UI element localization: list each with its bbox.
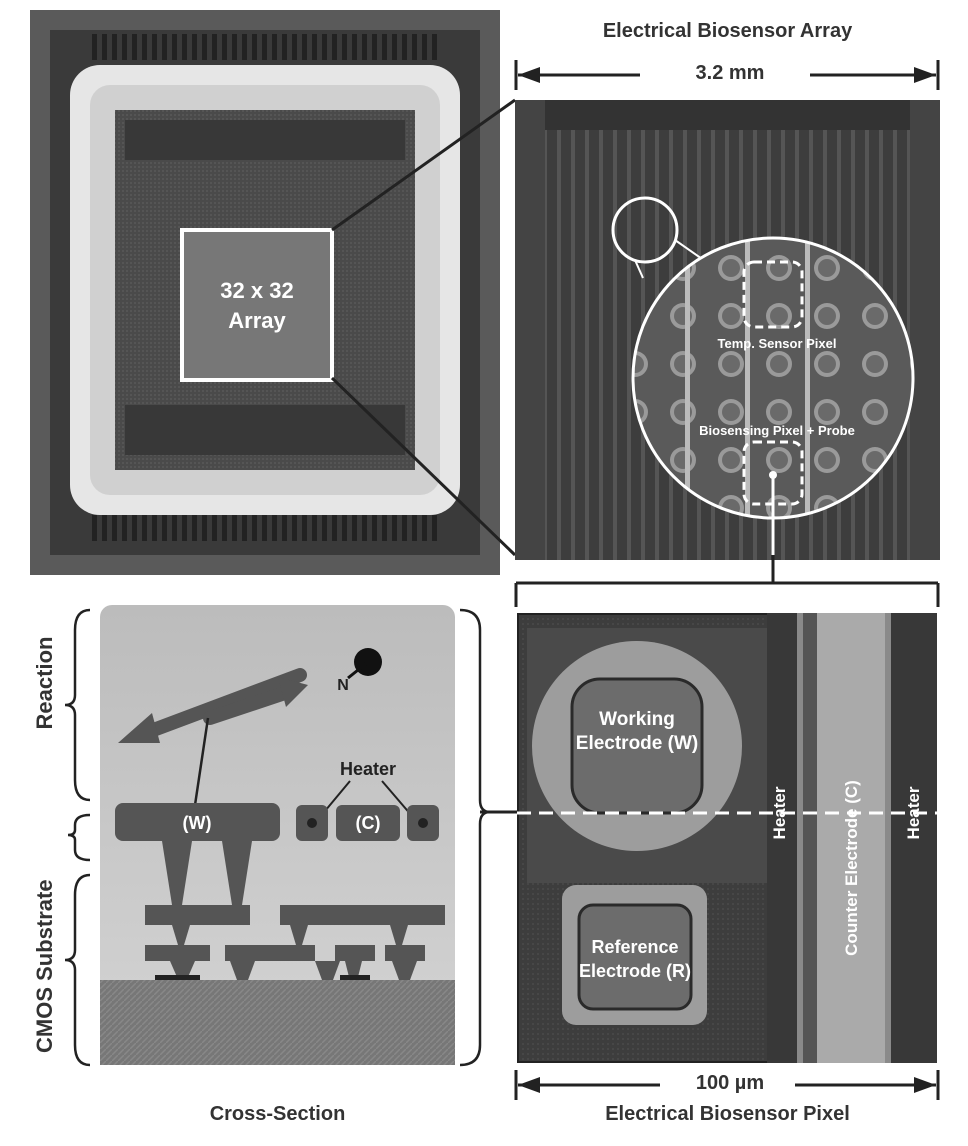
reference-line2: Electrode (R) [579,961,691,981]
cross-section: N Heater (W) (C) [100,605,455,1065]
array-square [180,228,334,382]
counter-electrode-block [336,805,400,841]
array-small-circle [611,196,679,264]
reference-line1: Reference [591,937,678,957]
reaction-arrow-left [133,668,307,742]
working-label: (W) [183,813,212,833]
array-to-pixel-bracket [514,555,940,607]
temp-sensor-label: Temp. Sensor Pixel [718,336,837,351]
cmos-substrate [100,980,455,1065]
metal-layer-2b [225,945,315,961]
array-dimension-arrow [514,60,940,90]
reference-electrode-core [577,903,693,1011]
probe-line [193,717,210,806]
metal-layer-1b [280,905,445,925]
heater-left-strip [767,613,797,1063]
working-line2: Electrode (W) [576,733,698,754]
array-view-title: Electrical Biosensor Array [602,20,853,42]
counter-electrode-label: Counter Electrode (C) [842,780,861,956]
pixel-view: Working Electrode (W) Reference Electrod… [517,613,937,1063]
metal-layer-1a [145,905,250,925]
metal-layer-2a [145,945,210,961]
array-dimension-label: 3.2 mm [695,62,765,84]
pixel-dimension-label: 100 µm [695,1072,765,1094]
array-label-line1: 32 x 32 [220,278,293,303]
heater-label: Heater [340,759,396,779]
chip-photo: 32 x 32 Array [30,10,500,575]
chip-pins-bottom [90,515,440,541]
counter-electrode-strip [817,613,885,1063]
counter-label: (C) [356,813,381,833]
temp-sensor-pixel-box [742,260,804,329]
biosensing-label: Biosensing Pixel + Probe [699,423,855,438]
working-electrode [115,803,280,841]
pixel-dimension-arrow [514,1070,940,1100]
cross-section-brackets [64,608,490,1067]
heater-right-strip [891,613,937,1063]
working-line1: Working [599,709,675,730]
reaction-label: Reaction [32,636,57,730]
heater-left-label: Heater [770,786,789,839]
array-label-line2: Array [228,308,286,333]
reaction-arrow-right [203,686,292,725]
cross-section-caption: Cross-Section [209,1103,346,1125]
molecule-label: N [337,677,349,694]
substrate-label: CMOS Substrate [32,879,57,1053]
pixel-view-caption: Electrical Biosensor Pixel [605,1103,850,1125]
array-view: Temp. Sensor Pixel Biosensing Pixel + Pr… [515,100,940,560]
chip-pins-top [90,34,440,60]
